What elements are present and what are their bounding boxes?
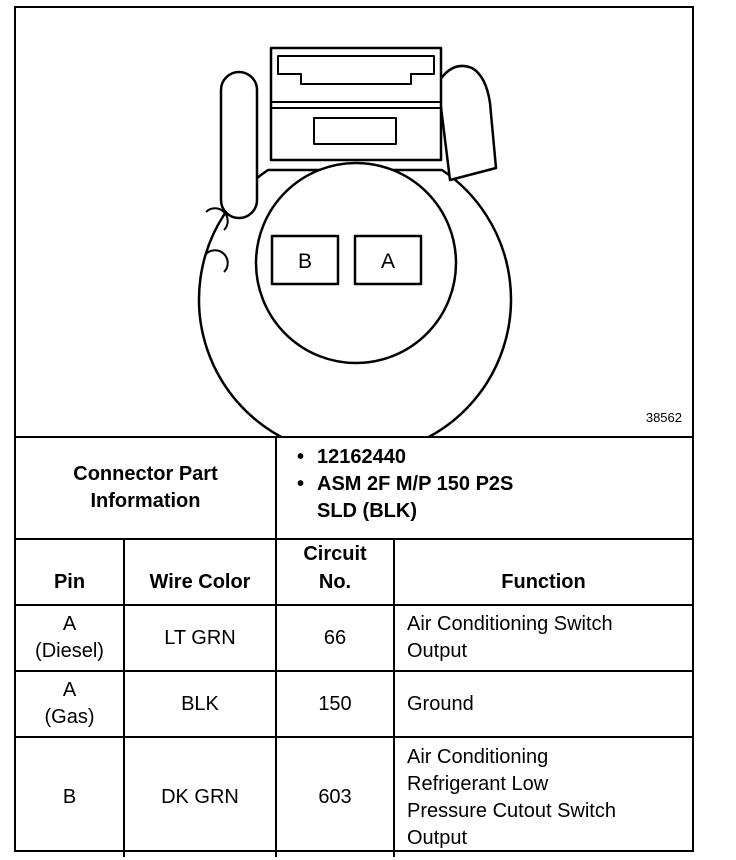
cell-wire-color: DK GRN [123,736,277,857]
header-function: Function [392,538,693,606]
cell-pin: A(Gas) [16,670,125,738]
cell-circuit: 150 [275,670,395,738]
part-number: 12162440 [297,444,692,471]
header-pin: Pin [16,538,125,606]
cell-function: Air Conditioning Refrigerant Low Pressur… [392,736,693,857]
cell-pin: A(Diesel) [16,604,125,672]
left-latch [219,70,259,220]
cell-circuit: 603 [275,736,395,857]
connector-part-info: 12162440 ASM 2F M/P 150 P2S SLD (BLK) [274,436,693,540]
connector-info-row: Connector Part Information 12162440 ASM … [16,436,693,540]
table-row: A(Diesel) LT GRN 66 Air Conditioning Swi… [16,604,693,672]
diagram-frame: B A 38562 Connector Part Information 121… [14,6,694,857]
pin-cavity-b [270,234,340,286]
connector-part-label: Connector Part Information [16,436,277,540]
label-line: Connector Part [73,463,218,485]
connector-table: Connector Part Information 12162440 ASM … [16,436,693,857]
header-wire-color: Wire Color [123,538,277,606]
pin-label-a: A [381,250,395,273]
cell-function: Ground [392,670,693,738]
cell-wire-color: BLK [123,670,277,738]
pin-label-b: B [298,250,312,273]
part-description: ASM 2F M/P 150 P2S SLD (BLK) [297,471,692,525]
table-row: A(Gas) BLK 150 Ground [16,670,693,738]
label-line: Information [90,490,201,512]
figure-id: 38562 [645,410,682,425]
connector-diagram: B A 38562 [16,8,692,436]
header-circuit: Circuit No. [275,538,395,606]
pin-cavity-a [353,234,423,286]
connector-drawing: B A [197,46,513,436]
cell-wire-color: LT GRN [123,604,277,672]
header-row: Pin Wire Color Circuit No. Function [16,538,693,606]
right-latch [436,64,498,182]
table-row: B DK GRN 603 Air Conditioning Refrigeran… [16,736,693,857]
cell-pin: B [16,736,125,857]
cell-circuit: 66 [275,604,395,672]
